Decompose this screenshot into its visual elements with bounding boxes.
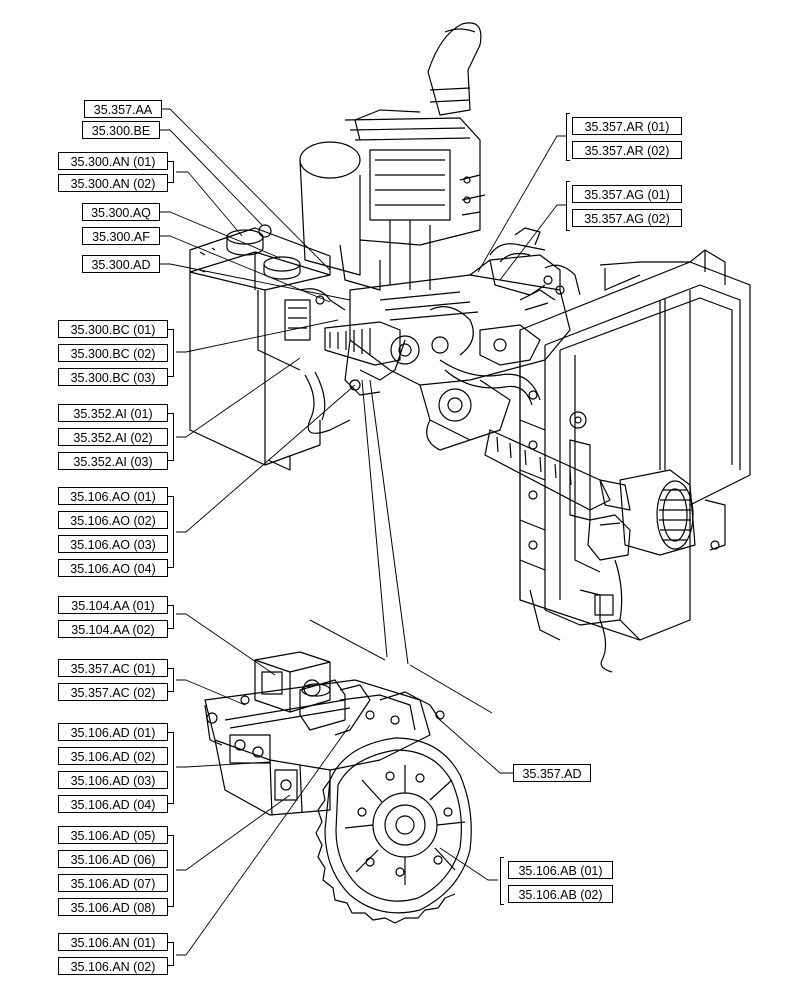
engine-drawing — [299, 22, 611, 511]
ref-label-35-106-ao-01[interactable]: 35.106.AO (01) — [58, 487, 168, 505]
pump-drawing — [204, 651, 472, 924]
ref-label-35-300-bc-02[interactable]: 35.300.BC (02) — [58, 344, 168, 362]
ref-label-35-357-ad[interactable]: 35.357.AD — [513, 764, 591, 782]
ref-label-35-106-ab-01[interactable]: 35.106.AB (01) — [508, 861, 613, 879]
ref-label-35-300-an-02[interactable]: 35.300.AN (02) — [58, 174, 168, 192]
ref-group-bracket — [168, 835, 174, 907]
radiator-drawing — [519, 249, 751, 673]
ref-label-35-357-ac-02[interactable]: 35.357.AC (02) — [58, 683, 168, 701]
ref-label-35-352-ai-01[interactable]: 35.352.AI (01) — [58, 404, 168, 422]
ref-label-35-357-aa[interactable]: 35.357.AA — [84, 100, 162, 118]
ref-label-35-357-ar-01[interactable]: 35.357.AR (01) — [572, 117, 682, 135]
ref-label-35-106-an-02[interactable]: 35.106.AN (02) — [58, 957, 168, 975]
ref-label-35-300-aq[interactable]: 35.300.AQ — [82, 203, 160, 221]
ref-group-bracket — [168, 496, 174, 568]
ref-group-bracket — [168, 942, 174, 966]
ref-label-35-106-ad-07[interactable]: 35.106.AD (07) — [58, 874, 168, 892]
ref-label-35-357-ag-02[interactable]: 35.357.AG (02) — [572, 209, 682, 227]
ref-group-bracket — [168, 605, 174, 629]
ref-group-bracket — [500, 857, 504, 905]
ref-label-35-106-ad-03[interactable]: 35.106.AD (03) — [58, 771, 168, 789]
ref-label-35-106-ad-04[interactable]: 35.106.AD (04) — [58, 795, 168, 813]
ref-label-35-106-ad-08[interactable]: 35.106.AD (08) — [58, 898, 168, 916]
ref-group-bracket — [168, 329, 174, 377]
ref-group-bracket — [168, 668, 174, 692]
ref-label-35-357-ag-01[interactable]: 35.357.AG (01) — [572, 185, 682, 203]
ref-group-bracket — [168, 161, 174, 183]
ref-label-35-106-ad-01[interactable]: 35.106.AD (01) — [58, 723, 168, 741]
ref-label-35-357-ac-01[interactable]: 35.357.AC (01) — [58, 659, 168, 677]
hydraulic-tank-drawing — [189, 224, 351, 471]
leader-lines — [160, 108, 567, 956]
ref-label-35-300-af[interactable]: 35.300.AF — [82, 227, 160, 245]
ref-label-35-357-ar-02[interactable]: 35.357.AR (02) — [572, 141, 682, 159]
ref-label-35-106-an-01[interactable]: 35.106.AN (01) — [58, 933, 168, 951]
section-divider-lines — [309, 379, 493, 714]
ref-group-bracket — [168, 732, 174, 804]
ref-label-35-104-aa-01[interactable]: 35.104.AA (01) — [58, 596, 168, 614]
ref-label-35-106-ad-05[interactable]: 35.106.AD (05) — [58, 826, 168, 844]
ref-label-35-352-ai-03[interactable]: 35.352.AI (03) — [58, 452, 168, 470]
ref-label-35-106-ao-02[interactable]: 35.106.AO (02) — [58, 511, 168, 529]
ref-label-35-106-ao-04[interactable]: 35.106.AO (04) — [58, 559, 168, 577]
ref-group-bracket — [566, 181, 570, 231]
ref-label-35-352-ai-02[interactable]: 35.352.AI (02) — [58, 428, 168, 446]
ref-label-35-106-ad-02[interactable]: 35.106.AD (02) — [58, 747, 168, 765]
ref-label-35-300-an-01[interactable]: 35.300.AN (01) — [58, 152, 168, 170]
ref-label-35-300-bc-03[interactable]: 35.300.BC (03) — [58, 368, 168, 386]
ref-label-35-300-be[interactable]: 35.300.BE — [82, 121, 160, 139]
ref-group-bracket — [566, 113, 570, 161]
ref-label-35-300-bc-01[interactable]: 35.300.BC (01) — [58, 320, 168, 338]
ref-group-bracket — [168, 413, 174, 461]
ref-label-35-106-ab-02[interactable]: 35.106.AB (02) — [508, 885, 613, 903]
ref-label-35-300-ad[interactable]: 35.300.AD — [82, 255, 160, 273]
ref-label-35-106-ad-06[interactable]: 35.106.AD (06) — [58, 850, 168, 868]
ref-label-35-104-aa-02[interactable]: 35.104.AA (02) — [58, 620, 168, 638]
ref-label-35-106-ao-03[interactable]: 35.106.AO (03) — [58, 535, 168, 553]
